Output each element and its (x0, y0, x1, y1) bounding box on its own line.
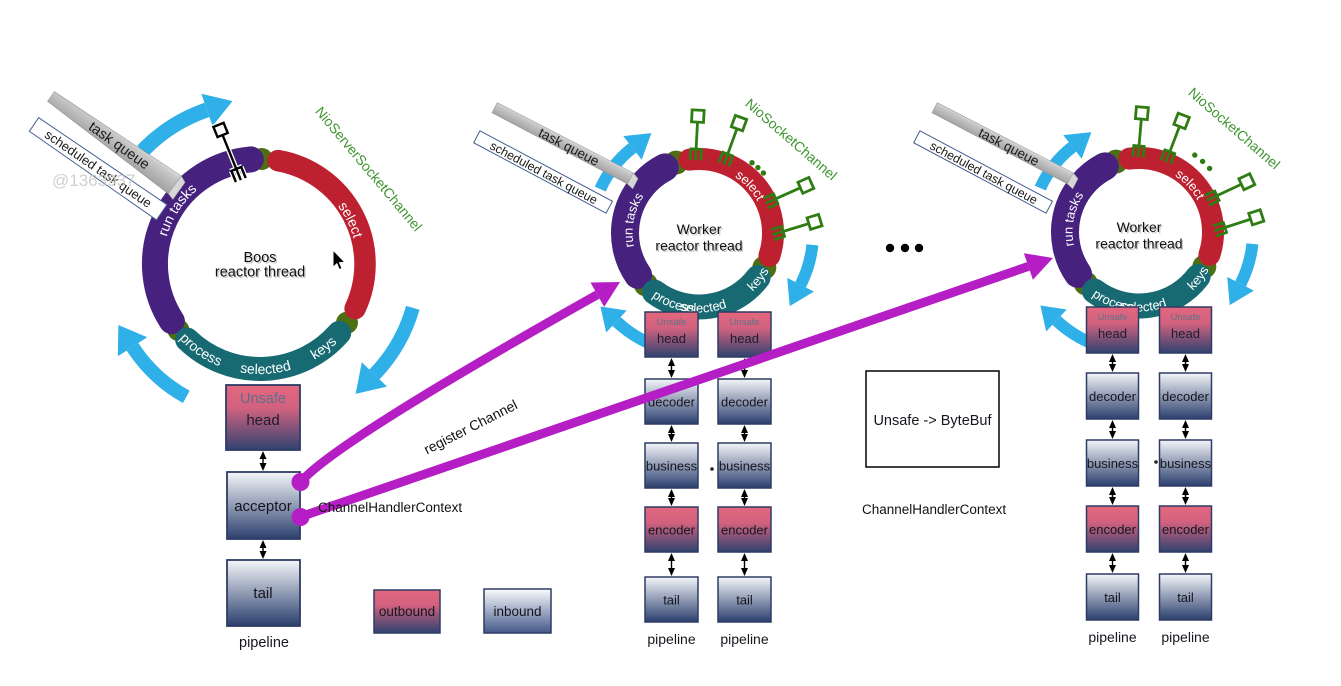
svg-text:head: head (657, 331, 686, 346)
svg-text:acceptor: acceptor (234, 498, 292, 515)
svg-text:task queue: task queue (976, 125, 1042, 169)
svg-text:head: head (1171, 326, 1200, 341)
svg-text:Boos: Boos (245, 252, 278, 268)
svg-text:encoder: encoder (1162, 522, 1210, 537)
svg-text:Unsafe: Unsafe (1097, 312, 1127, 323)
svg-text:NioSocketChannel: NioSocketChannel (1185, 84, 1283, 172)
svg-text:encoder: encoder (721, 523, 769, 538)
svg-text:decoder: decoder (1162, 389, 1210, 404)
svg-text:business: business (646, 459, 698, 474)
svg-text:selected: selected (239, 357, 292, 377)
svg-text:Worker: Worker (678, 223, 723, 239)
svg-text:task queue: task queue (536, 125, 602, 169)
svg-text:ChannelHandlerContext: ChannelHandlerContext (862, 502, 1006, 517)
svg-text:tail: tail (1104, 590, 1121, 605)
svg-text:outbound: outbound (379, 604, 435, 619)
svg-text:Worker: Worker (677, 221, 722, 237)
svg-text:head: head (730, 331, 759, 346)
svg-text:business: business (1087, 456, 1139, 471)
svg-text:Worker: Worker (1117, 219, 1162, 235)
svg-text:inbound: inbound (493, 604, 541, 619)
svg-text:Unsafe: Unsafe (729, 317, 759, 328)
svg-text:selected: selected (679, 296, 728, 316)
svg-text:reactor thread: reactor thread (215, 265, 305, 281)
svg-text:Worker: Worker (1118, 221, 1163, 237)
svg-text:Unsafe: Unsafe (656, 317, 686, 328)
svg-text:ChannelHandlerContext: ChannelHandlerContext (318, 500, 462, 515)
svg-text:reactor thread: reactor thread (216, 266, 306, 282)
svg-text:Unsafe -> ByteBuf: Unsafe -> ByteBuf (873, 413, 992, 429)
svg-text:tail: tail (1177, 590, 1194, 605)
svg-text:NioServerSocketChannel: NioServerSocketChannel (312, 103, 425, 234)
svg-text:decoder: decoder (648, 395, 696, 410)
svg-text:head: head (246, 412, 279, 429)
svg-text:business: business (1160, 456, 1212, 471)
svg-text:tail: tail (663, 593, 680, 608)
svg-text:Unsafe: Unsafe (1170, 312, 1200, 323)
svg-text:Boos: Boos (243, 250, 276, 266)
svg-text:pipeline: pipeline (1088, 629, 1136, 645)
svg-text:reactor thread: reactor thread (655, 238, 742, 254)
svg-text:@1363937: @1363937 (52, 171, 135, 190)
svg-text:tail: tail (736, 593, 753, 608)
svg-text:reactor thread: reactor thread (1097, 237, 1184, 253)
svg-text:decoder: decoder (721, 395, 769, 410)
svg-text:tail: tail (253, 585, 272, 602)
svg-text:Unsafe: Unsafe (240, 391, 286, 407)
svg-text:pipeline: pipeline (1161, 629, 1209, 645)
svg-text:encoder: encoder (1089, 522, 1137, 537)
svg-text:reactor thread: reactor thread (1095, 236, 1182, 252)
svg-text:business: business (719, 459, 771, 474)
svg-text:head: head (1098, 326, 1127, 341)
svg-text:encoder: encoder (648, 523, 696, 538)
svg-text:pipeline: pipeline (720, 631, 768, 647)
svg-text:reactor thread: reactor thread (657, 239, 744, 255)
svg-text:decoder: decoder (1089, 389, 1137, 404)
svg-text:pipeline: pipeline (239, 635, 289, 651)
svg-text:pipeline: pipeline (647, 631, 695, 647)
